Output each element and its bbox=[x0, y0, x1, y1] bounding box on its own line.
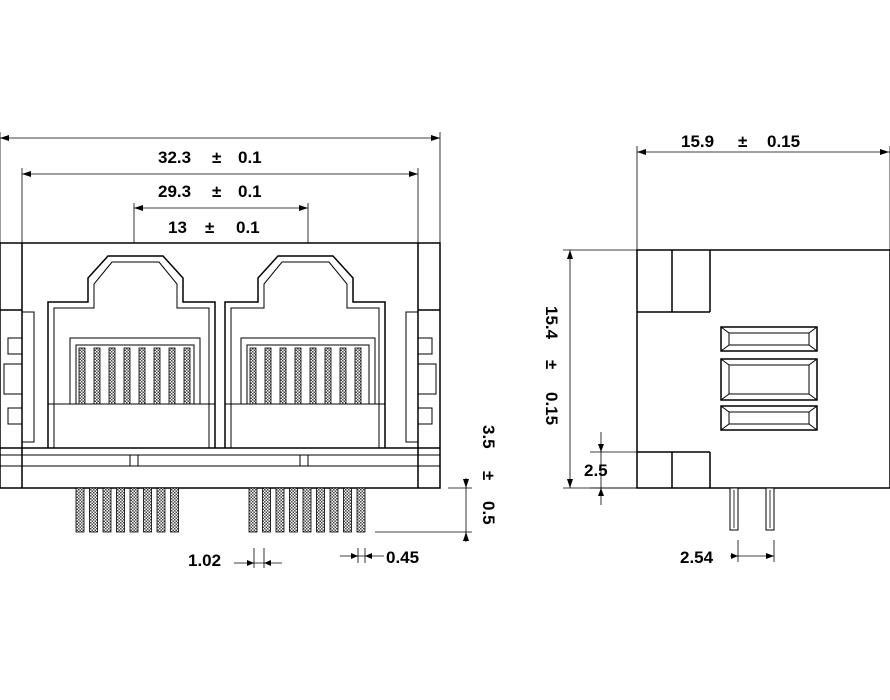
pin bbox=[275, 487, 285, 533]
inner-width-value: 29.3 bbox=[158, 182, 191, 201]
pin bbox=[170, 487, 179, 533]
pin bbox=[262, 487, 271, 533]
contact bbox=[294, 347, 302, 405]
contact bbox=[339, 347, 347, 405]
pin bbox=[156, 487, 166, 533]
port-pitch-tol: 0.1 bbox=[236, 218, 260, 237]
side-slot-top bbox=[720, 326, 818, 352]
pin bbox=[75, 487, 85, 533]
pin-height-sym: ± bbox=[479, 471, 498, 480]
overall-width-value: 32.3 bbox=[158, 148, 191, 167]
housing-outline bbox=[0, 242, 441, 489]
depth-sym: ± bbox=[738, 132, 747, 151]
pin bbox=[302, 487, 312, 533]
left-latch bbox=[3, 311, 35, 443]
right-latch bbox=[405, 311, 437, 443]
foot-height-value: 2.5 bbox=[584, 461, 608, 480]
pin bbox=[116, 487, 125, 533]
contact bbox=[123, 347, 131, 405]
right-port-contacts bbox=[249, 347, 362, 405]
dim-port-pitch: 13 ± 0.1 bbox=[133, 203, 309, 243]
dim-overall-width: 32.3 ± 0.1 bbox=[0, 132, 441, 243]
pin bbox=[316, 487, 325, 533]
pin-height-tol: 0.5 bbox=[479, 501, 498, 525]
pin bbox=[89, 487, 98, 533]
port-pitch-value: 13 bbox=[168, 218, 187, 237]
height-value: 15.4 bbox=[542, 306, 561, 340]
inner-width-sym: ± bbox=[212, 182, 221, 201]
contact bbox=[138, 347, 146, 405]
contact bbox=[153, 347, 161, 405]
side-pins bbox=[729, 487, 775, 531]
height-tol: 0.15 bbox=[542, 392, 561, 425]
overall-width-tol: 0.1 bbox=[238, 148, 262, 167]
pin-pitch-value: 1.02 bbox=[188, 551, 221, 570]
contact bbox=[354, 347, 362, 405]
contact bbox=[108, 347, 116, 405]
dim-depth: 15.9 ± 0.15 bbox=[636, 132, 890, 250]
row-pitch-value: 2.54 bbox=[680, 548, 714, 567]
dim-pin-height: 3.5 ± 0.5 bbox=[375, 425, 498, 542]
side-housing-outline bbox=[636, 249, 890, 489]
contact bbox=[324, 347, 332, 405]
dim-foot-height: 2.5 bbox=[584, 432, 637, 505]
contact bbox=[249, 347, 257, 405]
dim-row-pitch: 2.54 bbox=[680, 540, 775, 567]
left-pins bbox=[75, 487, 179, 533]
front-view: 32.3 ± 0.1 29.3 ± 0.1 13 ± 0.1 bbox=[0, 132, 498, 570]
pin bbox=[129, 487, 139, 533]
inner-width-tol: 0.1 bbox=[238, 182, 262, 201]
contact bbox=[168, 347, 176, 405]
left-port-contacts bbox=[78, 347, 191, 405]
overall-width-sym: ± bbox=[212, 148, 221, 167]
pin bbox=[329, 487, 339, 533]
height-sym: ± bbox=[542, 360, 561, 369]
side-slot-middle bbox=[720, 358, 818, 401]
side-slot-bottom bbox=[720, 405, 818, 431]
contact bbox=[183, 347, 191, 405]
dim-pin-pitch: 1.02 bbox=[188, 548, 282, 570]
side-view: 15.9 ± 0.15 15.4 ± 0.15 2.5 bbox=[542, 132, 890, 567]
pin bbox=[356, 487, 366, 533]
dim-inner-width: 29.3 ± 0.1 bbox=[21, 168, 419, 243]
pin bbox=[289, 487, 298, 533]
contact bbox=[279, 347, 287, 405]
contact bbox=[93, 347, 101, 405]
pin bbox=[248, 487, 258, 533]
contact bbox=[309, 347, 317, 405]
pin bbox=[102, 487, 112, 533]
pin bbox=[143, 487, 152, 533]
pin bbox=[343, 487, 352, 533]
pin-height-value: 3.5 bbox=[479, 425, 498, 449]
depth-tol: 0.15 bbox=[767, 132, 800, 151]
depth-value: 15.9 bbox=[681, 132, 714, 151]
contact bbox=[264, 347, 272, 405]
dim-pin-width: 0.45 bbox=[340, 548, 419, 567]
pin-width-value: 0.45 bbox=[386, 548, 419, 567]
contact bbox=[78, 347, 86, 405]
right-pins bbox=[248, 487, 366, 533]
port-pitch-sym: ± bbox=[205, 218, 214, 237]
